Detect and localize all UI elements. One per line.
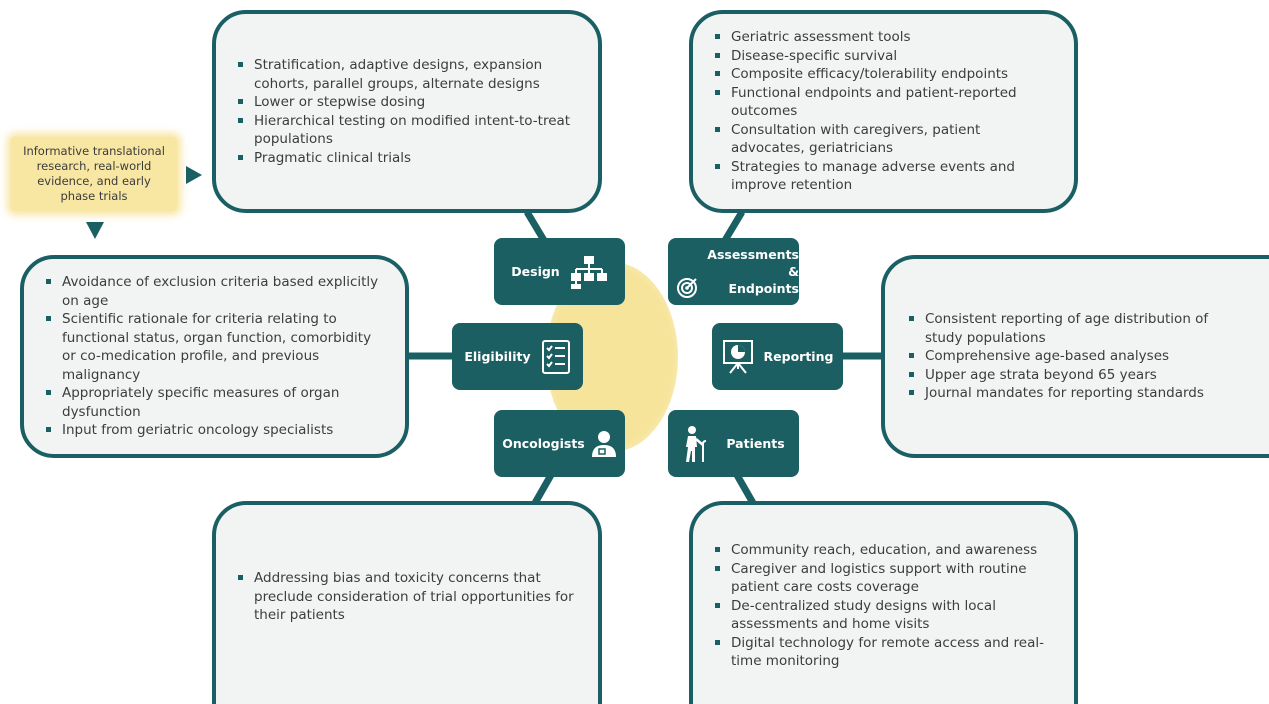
oncologists-box: Addressing bias and toxicity concerns th… [212, 501, 602, 704]
arrow-right-icon [186, 166, 202, 184]
informative-research-note: Informative translational research, real… [11, 137, 177, 211]
assessments-label-line1: Assessments & [707, 247, 799, 279]
oncologists-hub: Oncologists [494, 410, 625, 477]
target-icon [677, 278, 697, 298]
assessments-box: Geriatric assessment tools Disease-speci… [689, 10, 1078, 213]
list-item: Functional endpoints and patient-reporte… [713, 84, 1052, 121]
oncologists-label: Oncologists [502, 436, 585, 451]
list-item: Appropriately specific measures of organ… [44, 384, 383, 421]
checklist-icon [541, 339, 570, 374]
list-item: Addressing bias and toxicity concerns th… [236, 569, 576, 625]
list-item: Caregiver and logistics support with rou… [713, 560, 1052, 597]
presentation-chart-icon [722, 339, 753, 374]
reporting-box: Consistent reporting of age distribution… [881, 255, 1269, 458]
assessments-hub: Assessments & Endpoints [668, 238, 799, 305]
design-label: Design [511, 264, 560, 279]
list-item: Upper age strata beyond 65 years [907, 366, 1247, 385]
list-item: Journal mandates for reporting standards [907, 384, 1247, 403]
eligibility-hub: Eligibility [452, 323, 583, 390]
list-item: Lower or stepwise dosing [236, 93, 576, 112]
list-item: Disease-specific survival [713, 47, 1052, 66]
note-text: Informative translational research, real… [23, 144, 165, 203]
org-chart-icon [570, 255, 607, 289]
list-item: Stratification, adaptive designs, expans… [236, 56, 576, 93]
design-box: Stratification, adaptive designs, expans… [212, 10, 602, 213]
list-item: Digital technology for remote access and… [713, 634, 1052, 671]
list-item: Hierarchical testing on modified intent-… [236, 112, 576, 149]
list-item: Consistent reporting of age distribution… [907, 310, 1247, 347]
doctor-icon [591, 430, 616, 457]
assessments-label-line2: Endpoints [728, 281, 799, 296]
patients-box: Community reach, education, and awarenes… [689, 501, 1078, 704]
reporting-hub: Reporting [712, 323, 843, 390]
list-item: Consultation with caregivers, patient ad… [713, 121, 1052, 158]
elderly-person-icon [686, 425, 707, 462]
patients-hub: Patients [668, 410, 799, 477]
eligibility-label: Eligibility [464, 349, 531, 364]
design-hub: Design [494, 238, 625, 305]
reporting-label: Reporting [763, 349, 834, 364]
eligibility-box: Avoidance of exclusion criteria based ex… [20, 255, 409, 458]
list-item: Avoidance of exclusion criteria based ex… [44, 273, 383, 310]
list-item: De-centralized study designs with local … [713, 597, 1052, 634]
list-item: Scientific rationale for criteria relati… [44, 310, 383, 384]
list-item: Input from geriatric oncology specialist… [44, 421, 383, 440]
list-item: Comprehensive age-based analyses [907, 347, 1247, 366]
list-item: Community reach, education, and awarenes… [713, 541, 1052, 560]
list-item: Geriatric assessment tools [713, 28, 1052, 47]
list-item: Pragmatic clinical trials [236, 149, 576, 168]
patients-label: Patients [726, 436, 785, 451]
list-item: Composite efficacy/tolerability endpoint… [713, 65, 1052, 84]
list-item: Strategies to manage adverse events and … [713, 158, 1052, 195]
arrow-down-icon [86, 222, 104, 239]
